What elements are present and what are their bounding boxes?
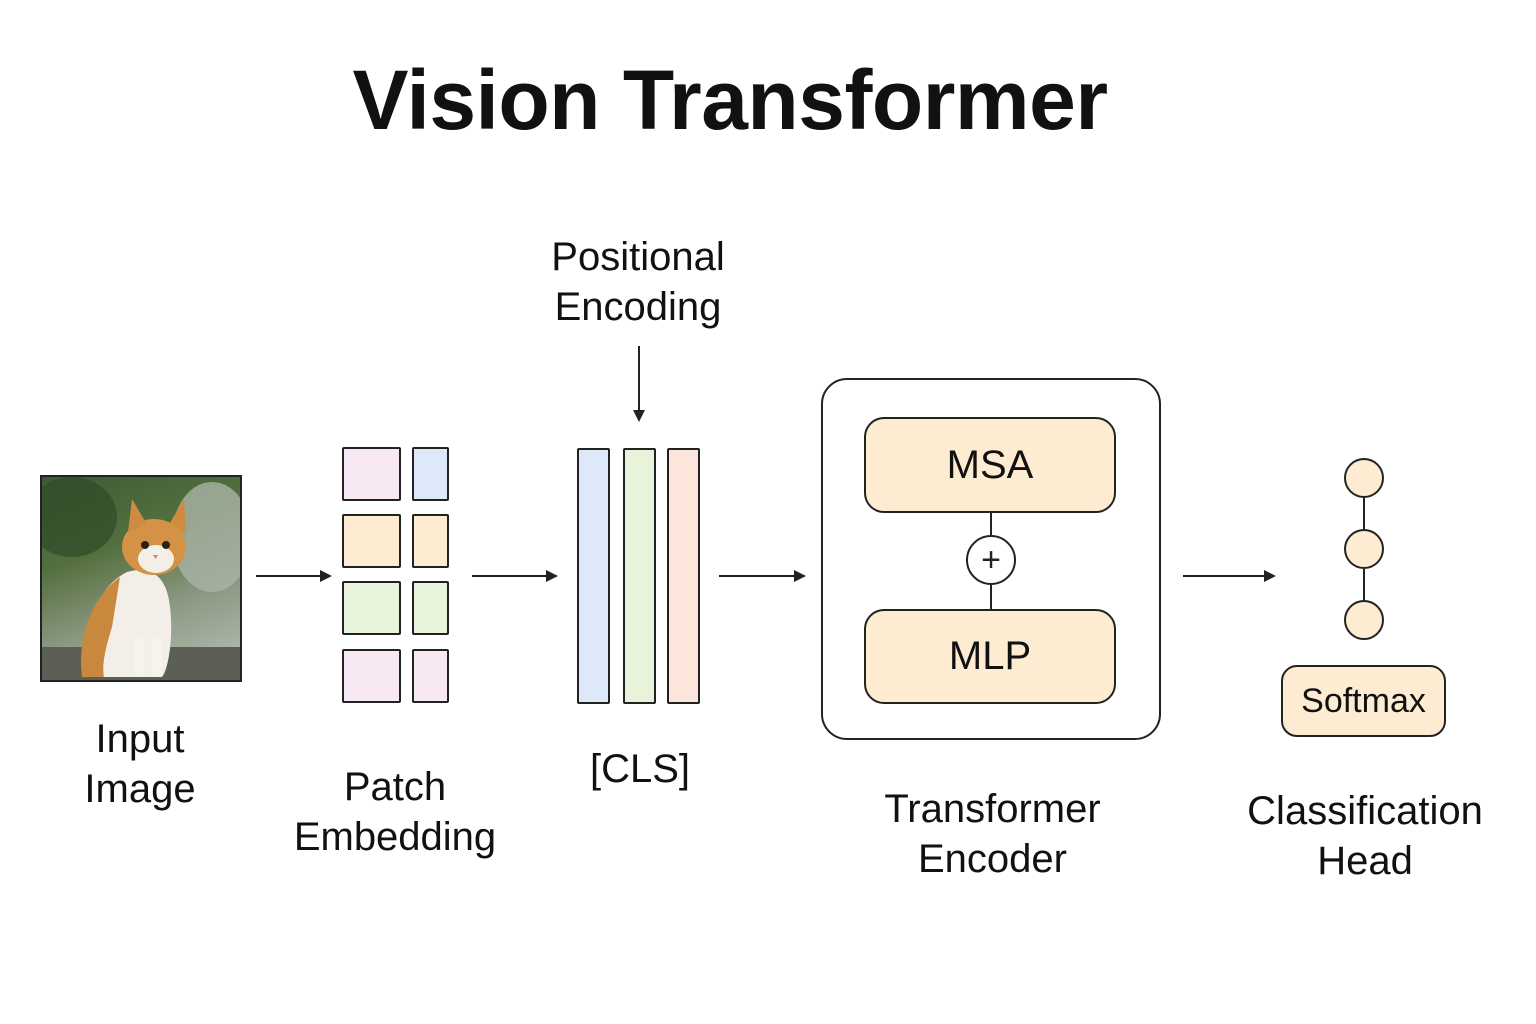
patch-cell <box>342 514 401 568</box>
patch-label-line2: Embedding <box>293 815 497 859</box>
input-image <box>40 475 242 682</box>
output-node <box>1344 529 1384 569</box>
patch-cell <box>342 649 401 703</box>
patch-cell <box>412 447 449 501</box>
positional-encoding-label: Positional Encoding <box>538 232 738 332</box>
patch-cell <box>342 581 401 635</box>
msa-label: MSA <box>946 442 1034 487</box>
mlp-label: MLP <box>948 634 1032 678</box>
transformer-encoder-label: Transformer Encoder <box>860 784 1125 884</box>
output-node <box>1344 458 1384 498</box>
patch-embedding-label: Patch Embedding <box>280 762 510 862</box>
mlp-block: MLP <box>864 609 1116 704</box>
cls-label: [CLS] <box>589 747 691 791</box>
encoder-label-line2: Encoder <box>918 837 1067 881</box>
softmax-block: Softmax <box>1281 665 1446 737</box>
input-image-label: Input Image <box>40 714 240 814</box>
positional-label-line2: Encoding <box>554 285 722 329</box>
input-label-line1: Input <box>95 717 185 761</box>
cat-illustration <box>42 477 240 680</box>
patch-label-line1: Patch <box>343 765 447 809</box>
patch-cell <box>412 649 449 703</box>
patch-cell <box>342 447 401 501</box>
positional-label-line1: Positional <box>551 235 725 279</box>
softmax-label: Softmax <box>1301 681 1426 720</box>
head-label-line1: Classification <box>1247 789 1483 833</box>
token-column <box>623 448 656 704</box>
patch-cell <box>412 581 449 635</box>
input-label-line2: Image <box>84 767 196 811</box>
encoder-label-line1: Transformer <box>884 787 1101 831</box>
token-column <box>667 448 700 704</box>
patch-cell <box>412 514 449 568</box>
diagram-title: Vision Transformer <box>352 53 1108 147</box>
classification-head-label: Classification Head <box>1226 786 1504 886</box>
head-label-line2: Head <box>1317 839 1413 883</box>
transformer-encoder-box <box>821 378 1161 740</box>
output-node <box>1344 600 1384 640</box>
token-column <box>577 448 610 704</box>
msa-block: MSA <box>864 417 1116 513</box>
